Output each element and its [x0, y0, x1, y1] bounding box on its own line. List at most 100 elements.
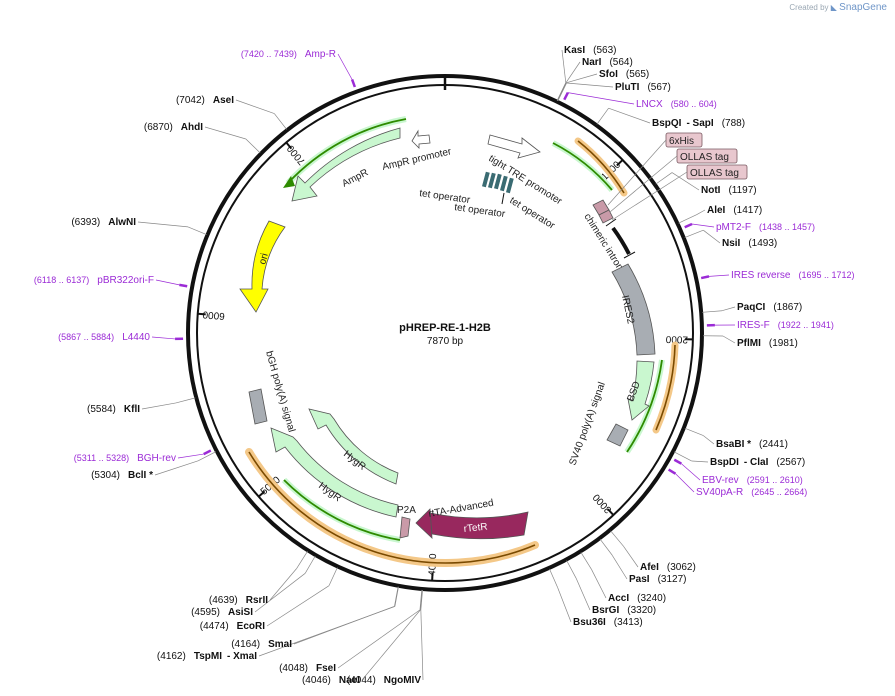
site-leader	[296, 551, 308, 569]
site-position: (4044)	[347, 675, 376, 686]
site-name: TspMI	[194, 651, 222, 662]
site-leader	[549, 568, 558, 588]
site-leader-ext	[266, 585, 330, 627]
site-leader	[197, 451, 217, 462]
site-position: (6393)	[71, 217, 100, 228]
tet-operator-label-2: tet operator	[454, 202, 507, 220]
site-position: (3240)	[637, 593, 666, 604]
primer-label: EBV-rev(2591 .. 2610)	[702, 475, 803, 486]
site-leader-ext	[235, 99, 275, 114]
site-name: Bsu36I	[573, 617, 606, 628]
site-label: (4639)RsrII	[209, 595, 268, 606]
primer: IRES-F(1922 .. 1941)	[706, 320, 834, 331]
primer-range: (1438 .. 1457)	[759, 222, 815, 232]
tick-label: 2000	[665, 333, 688, 345]
tag-boxes: 6xHis OLLAS tag OLLAS tag	[607, 132, 748, 221]
primer-name: LNCX	[636, 99, 663, 110]
site-leader-ext	[722, 335, 736, 344]
site-leader-ext	[691, 460, 709, 463]
site-label: BspQI- SapI(788)	[652, 118, 745, 129]
site-leader	[420, 589, 423, 610]
site-name-extra: - ClaI	[744, 457, 769, 468]
site-position: (1493)	[748, 238, 777, 249]
primer-mark	[673, 458, 682, 465]
site-leader	[684, 229, 704, 238]
tick-mark	[616, 159, 624, 167]
hygr-arrow-1	[308, 408, 399, 485]
hygr-arrow-2	[270, 427, 399, 518]
site-name: AseI	[213, 95, 234, 106]
tag-6xhis-leader	[607, 139, 667, 206]
site-leader-ext	[154, 460, 199, 476]
site-leader	[557, 82, 567, 101]
site-leader-ext	[703, 229, 721, 244]
tag-ollas-1-label: OLLAS tag	[680, 152, 729, 163]
site-leader-ext	[293, 606, 395, 645]
primer-range: (2591 .. 2610)	[747, 475, 803, 485]
site-leader-ext	[608, 107, 651, 124]
site-leader-ext	[254, 573, 306, 613]
rtta-label: rtTA-Advanced	[428, 498, 495, 520]
restriction-site: Bsu36I(3413)	[549, 568, 643, 628]
site-position: (4162)	[157, 651, 186, 662]
restriction-site: (4048)FseI	[279, 589, 423, 674]
restriction-site: (4046)NaeI	[302, 589, 423, 686]
primer-range: (1695 .. 1712)	[798, 270, 854, 280]
primer-leader	[691, 223, 715, 228]
restriction-site: NarI(564)	[556, 57, 633, 101]
site-name: AsiSI	[228, 607, 253, 618]
site-name: AleI	[707, 205, 726, 216]
primer-mark	[684, 222, 693, 229]
site-position: (5584)	[87, 404, 116, 415]
site-leader	[245, 138, 261, 154]
primer: (5311 .. 5328)BGH-rev	[74, 449, 212, 464]
sv40-polya-label: SV40 poly(A) signal	[567, 381, 607, 467]
site-leader	[175, 397, 196, 404]
primer: LNCX(580 .. 604)	[563, 92, 717, 110]
site-leader-ext	[557, 587, 572, 623]
site-leader-ext	[137, 221, 189, 228]
site-leader	[684, 427, 704, 436]
site-label: BsrGI(3320)	[592, 605, 656, 616]
site-label: (6393)AlwNI	[71, 217, 136, 228]
orf-lines	[281, 116, 665, 543]
snapgene-credit: Created by ◣ SnapGene	[789, 2, 887, 13]
site-name: KasI	[564, 45, 585, 56]
site-position: (5304)	[91, 470, 120, 481]
site-leader	[596, 108, 609, 125]
site-name: PaqCI	[737, 302, 766, 313]
primer-mark	[350, 79, 357, 88]
tick-mark	[257, 490, 266, 498]
primer: IRES reverse(1695 .. 1712)	[700, 270, 855, 281]
site-leader-ext	[361, 609, 421, 681]
tet-operator-box-1	[481, 171, 490, 188]
site-label: AccI(3240)	[608, 593, 666, 604]
site-label: (4164)SmaI	[231, 639, 292, 650]
primer-name: pMT2-F	[716, 222, 751, 233]
site-leader-ext	[703, 435, 715, 445]
site-label: PluTI(567)	[615, 82, 671, 93]
site-label: NsiI(1493)	[722, 238, 777, 249]
site-leader	[419, 589, 423, 610]
site-leader	[420, 589, 423, 610]
site-name-extra: - SapI	[686, 118, 713, 129]
site-leader-ext	[575, 578, 591, 611]
snapgene-logo-icon: ◣	[830, 3, 837, 12]
primer-leader	[681, 463, 701, 481]
restriction-site: AleI(1417)	[678, 205, 762, 224]
site-position: (1867)	[773, 302, 802, 313]
restriction-site: NsiI(1493)	[684, 229, 777, 249]
primer-range: (2645 .. 2664)	[751, 487, 807, 497]
site-label: BsaBI *(2441)	[716, 439, 788, 450]
bsd-arrow	[627, 360, 655, 421]
bgh-polya-label: bGH poly(A) signal	[263, 350, 297, 434]
primer: (6118 .. 6137)pBR322ori-F	[34, 275, 188, 288]
site-leader-ext	[337, 609, 421, 669]
site-leader	[566, 560, 577, 579]
site-position: (6870)	[144, 122, 173, 133]
ori-label: ori	[257, 252, 271, 266]
site-label: (4048)FseI	[279, 663, 336, 674]
site-leader-ext	[611, 554, 628, 580]
ampr-label: AmpR	[340, 167, 370, 189]
